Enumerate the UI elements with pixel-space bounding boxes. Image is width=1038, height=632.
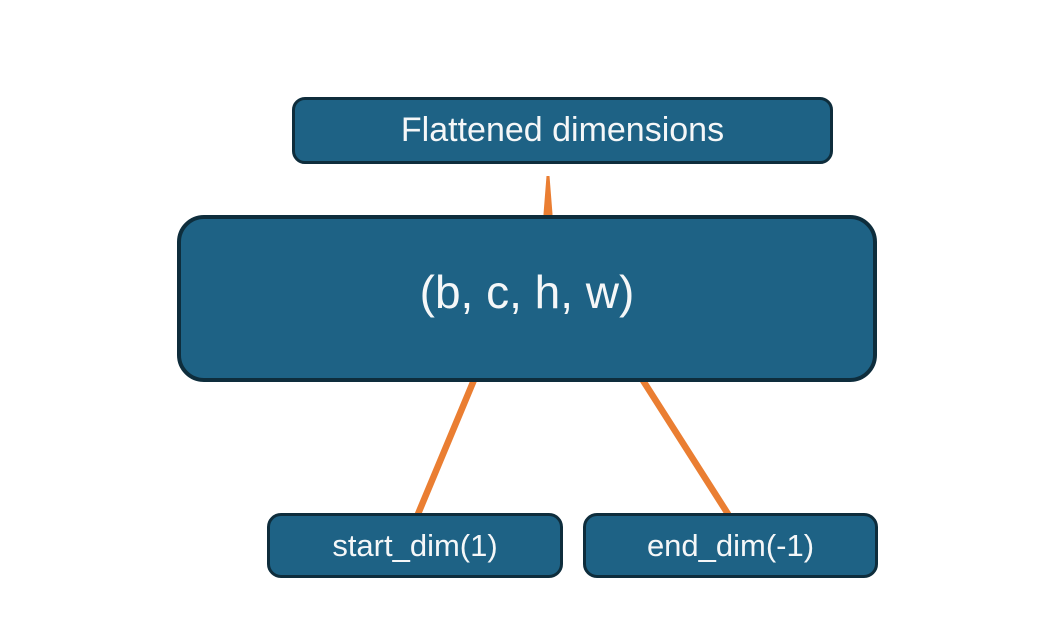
tensor-shape-node: (b, c, h, w) <box>177 215 877 382</box>
flattened-dimensions-node: Flattened dimensions <box>292 97 833 164</box>
end-dim-node: end_dim(-1) <box>583 513 878 578</box>
flattened-dimensions-label: Flattened dimensions <box>400 111 725 149</box>
tensor-shape-label: (b, c, h, w) <box>419 265 635 318</box>
start-dim-node: start_dim(1) <box>267 513 563 578</box>
end-dim-label: end_dim(-1) <box>646 527 815 563</box>
start-dim-label: start_dim(1) <box>332 527 498 563</box>
brace-stem-pointer <box>543 176 553 214</box>
